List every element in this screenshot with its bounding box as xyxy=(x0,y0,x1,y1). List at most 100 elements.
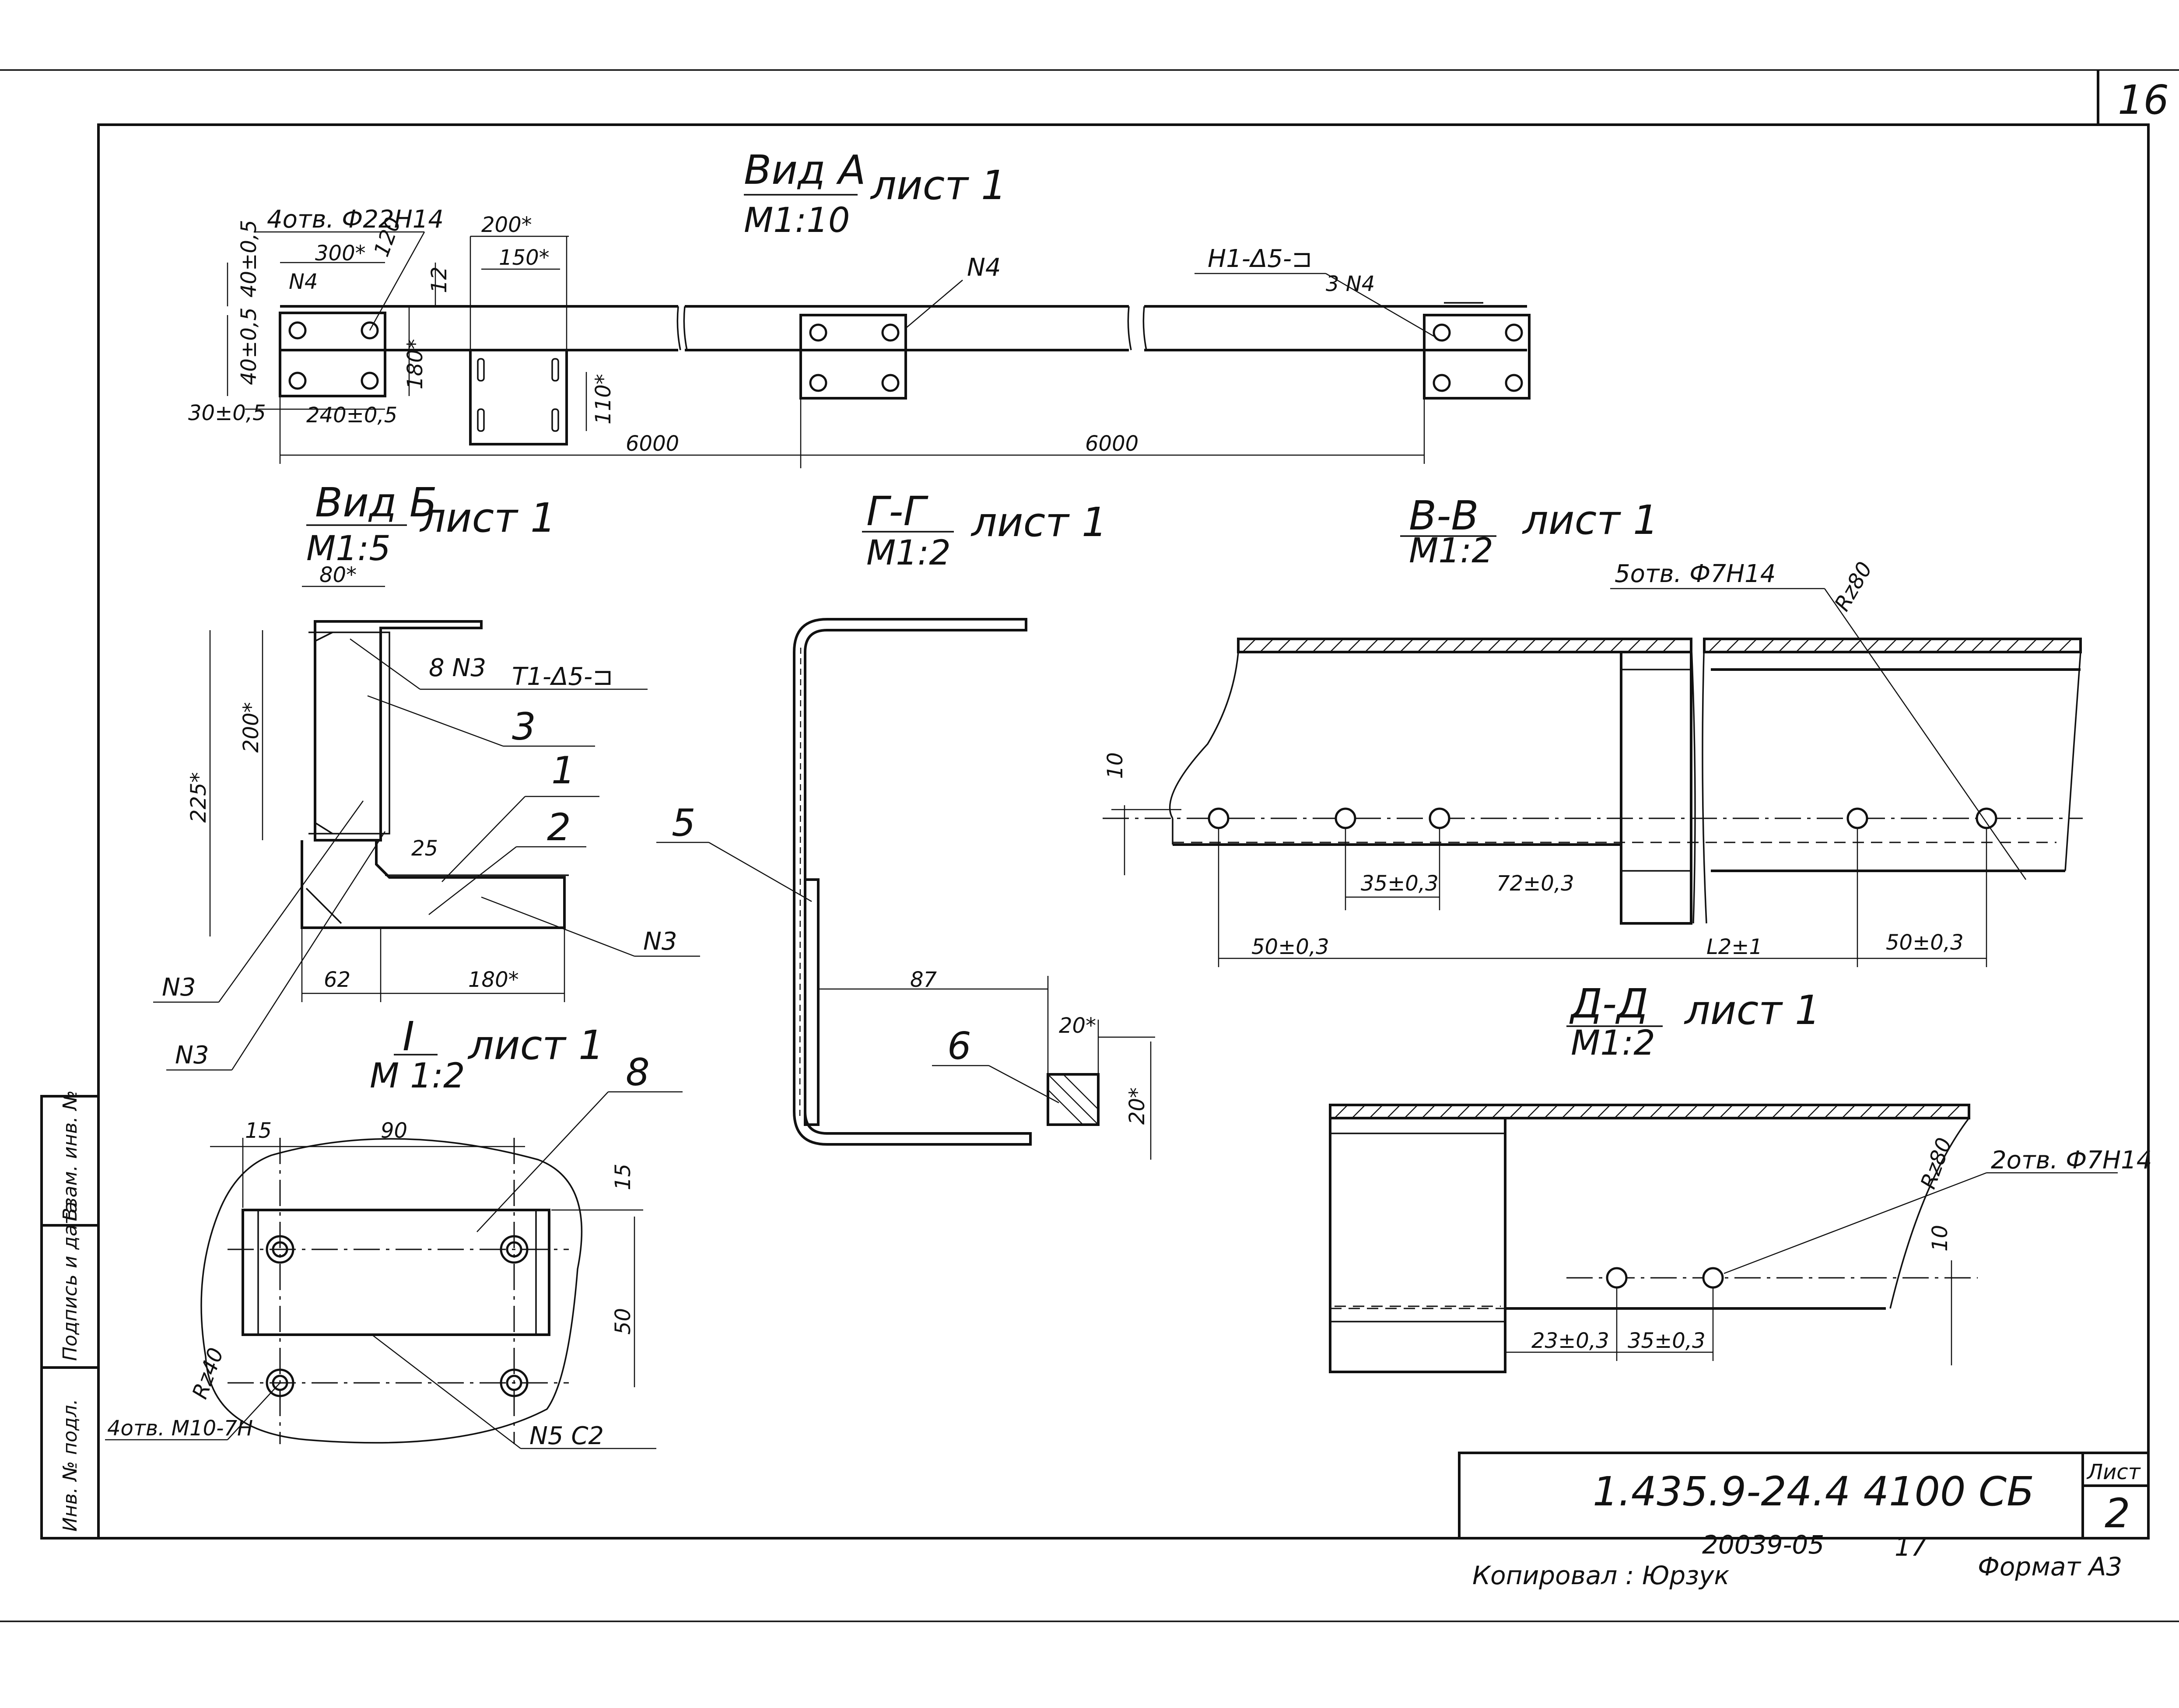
section-v-scale: М1:2 xyxy=(1409,531,1493,571)
dim-a-12: 12 xyxy=(427,267,452,293)
hole-v-2 xyxy=(1335,807,1356,829)
dim-b-25: 25 xyxy=(411,836,438,861)
view-b-title: Вид Б xyxy=(315,479,437,526)
bar-6 xyxy=(1047,1073,1100,1126)
section-g-g: Г-Г лист 1 М1:2 87 20* 20* 5 6 xyxy=(656,488,1155,1160)
dim-v-72: 72±0,3 xyxy=(1496,871,1574,896)
section-v-sheet: лист 1 xyxy=(1522,497,1659,544)
label-n4-left: N4 xyxy=(289,270,318,294)
sheet-label: Лист xyxy=(2086,1460,2141,1484)
section-d-d: Д-Д лист 1 М1:2 10 23±0,3 35±0,3 2отв. Ф… xyxy=(1329,980,2152,1373)
dim-a-30: 30±0,5 xyxy=(188,401,266,425)
weld-note-a: Н1-Δ5-⊐ xyxy=(1208,245,1312,273)
dim-a-150: 150* xyxy=(499,246,550,270)
inner-plate-5 xyxy=(804,878,820,1126)
dim-v-50-left: 50±0,3 xyxy=(1251,935,1329,959)
dim-i-50: 50 xyxy=(611,1308,635,1335)
dim-a-300: 300* xyxy=(315,241,366,266)
detail-i-title: I xyxy=(403,1013,414,1060)
web-d xyxy=(1329,1117,1506,1373)
dim-v-l2: L2±1 xyxy=(1706,935,1762,959)
dim-a-40-upper: 40±0,5 xyxy=(237,220,261,298)
dim-b-180: 180* xyxy=(468,968,519,992)
dim-b-200: 200* xyxy=(239,702,263,753)
roughness-d: Rz80 xyxy=(1916,1135,1957,1192)
plate-middle xyxy=(799,314,907,400)
view-b: Вид Б лист 1 М1:5 80* 200* 225* 25 62 18… xyxy=(153,479,700,1071)
position-3: 3 xyxy=(512,705,536,749)
hole-d-2 xyxy=(1702,1267,1724,1289)
view-a-scale: М1:10 xyxy=(744,201,850,240)
roughness-i: Rz40 xyxy=(188,1345,229,1403)
label-n4-middle: N4 xyxy=(967,253,1001,282)
page-number: 16 xyxy=(2118,77,2169,123)
stamp-inv-podl: Инв. № подл. xyxy=(59,1399,81,1532)
dim-d-23: 23±0,3 xyxy=(1531,1329,1609,1353)
dim-d-35: 35±0,3 xyxy=(1628,1329,1706,1353)
dim-v-35: 35±0,3 xyxy=(1361,871,1439,896)
section-d-title: Д-Д xyxy=(1569,980,1648,1027)
detail-i-sheet: лист 1 xyxy=(467,1022,604,1069)
dim-i-15-vertical: 15 xyxy=(611,1164,635,1190)
dim-a-200: 200* xyxy=(481,213,532,237)
hole-v-1 xyxy=(1208,807,1230,829)
position-2: 2 xyxy=(547,806,571,849)
title-block: 1.435.9-24.4 4100 СБ Лист 2 xyxy=(1458,1452,2150,1540)
position-8: 8 xyxy=(626,1051,650,1094)
stamp-signature-date: Подпись и дата xyxy=(59,1202,81,1361)
position-6: 6 xyxy=(947,1024,971,1068)
footer-number: 17 xyxy=(1895,1532,1927,1562)
plate-left xyxy=(279,312,386,397)
dim-a-240: 240±0,5 xyxy=(306,403,397,428)
footer-order: 20039-05 xyxy=(1702,1530,1824,1560)
label-n3-right: N3 xyxy=(643,927,677,956)
hole-v-4 xyxy=(1846,807,1868,829)
section-g-sheet: лист 1 xyxy=(970,499,1107,546)
section-v-title: В-В xyxy=(1409,492,1478,539)
dim-a-110: 110* xyxy=(591,374,616,424)
channel-section-g xyxy=(793,618,1032,1146)
dim-b-225: 225* xyxy=(186,772,211,823)
stamp-vzam-inv: Взам. инв. № xyxy=(59,1090,81,1221)
dim-g-20-horizontal: 20* xyxy=(1059,1014,1096,1038)
note-holes-v: 5отв. Ф7Н14 xyxy=(1615,560,1776,588)
detail-i: I лист 1 М 1:2 15 90 15 50 8 4отв. М10-7… xyxy=(105,1013,683,1450)
hole-v-5 xyxy=(1976,807,1997,829)
label-3n4: 3 N4 xyxy=(1326,272,1375,296)
note-holes-a: 4отв. Ф22Н14 xyxy=(267,205,444,234)
document-code: 1.435.9-24.4 4100 СБ xyxy=(1593,1468,2034,1515)
section-d-scale: М1:2 xyxy=(1571,1024,1655,1063)
dim-b-80: 80* xyxy=(319,563,357,587)
hole-d-1 xyxy=(1606,1267,1628,1289)
view-b-sheet: лист 1 xyxy=(419,495,556,541)
section-g-title: Г-Г xyxy=(866,488,928,535)
note-holes-d: 2отв. Ф7Н14 xyxy=(1991,1146,2152,1175)
flange-v-right xyxy=(1703,638,2082,653)
detail-i-plate-8 xyxy=(242,1209,550,1336)
footer: Копировал : Юрзук 20039-05 17 Формат А3 xyxy=(1472,1530,2122,1590)
drawing-frame xyxy=(97,123,2150,1540)
label-8n3: 8 N3 xyxy=(429,654,486,682)
label-n3-left-1: N3 xyxy=(162,973,196,1002)
dim-g-87: 87 xyxy=(910,968,937,992)
dim-a-6000-left: 6000 xyxy=(626,431,679,456)
dim-d-10: 10 xyxy=(1928,1225,1952,1252)
section-g-scale: М1:2 xyxy=(866,533,951,573)
dim-a-40-lower: 40±0,5 xyxy=(237,307,261,385)
plate-right xyxy=(1423,314,1531,400)
view-a-title: Вид А xyxy=(744,147,866,193)
label-n3-left-2: N3 xyxy=(175,1041,209,1070)
weld-note-b: Т1-Δ5-⊐ xyxy=(512,663,613,691)
note-holes-i: 4отв. М10-7Н xyxy=(107,1416,253,1441)
label-n5-c2: N5 С2 xyxy=(529,1422,604,1450)
bracket-side-view xyxy=(469,349,568,445)
detail-i-scale: М 1:2 xyxy=(370,1056,465,1096)
dim-b-62: 62 xyxy=(324,968,350,992)
footer-copied-by: Копировал : Юрзук xyxy=(1472,1561,1729,1590)
section-d-sheet: лист 1 xyxy=(1684,987,1821,1034)
view-a: Вид А лист 1 М1:10 xyxy=(188,147,1531,468)
side-stamp: Инв. № подл. Подпись и дата Взам. инв. № xyxy=(40,1090,100,1540)
position-1: 1 xyxy=(551,749,575,793)
sheet-number: 2 xyxy=(2105,1490,2130,1537)
channel-profile-b xyxy=(314,620,483,842)
